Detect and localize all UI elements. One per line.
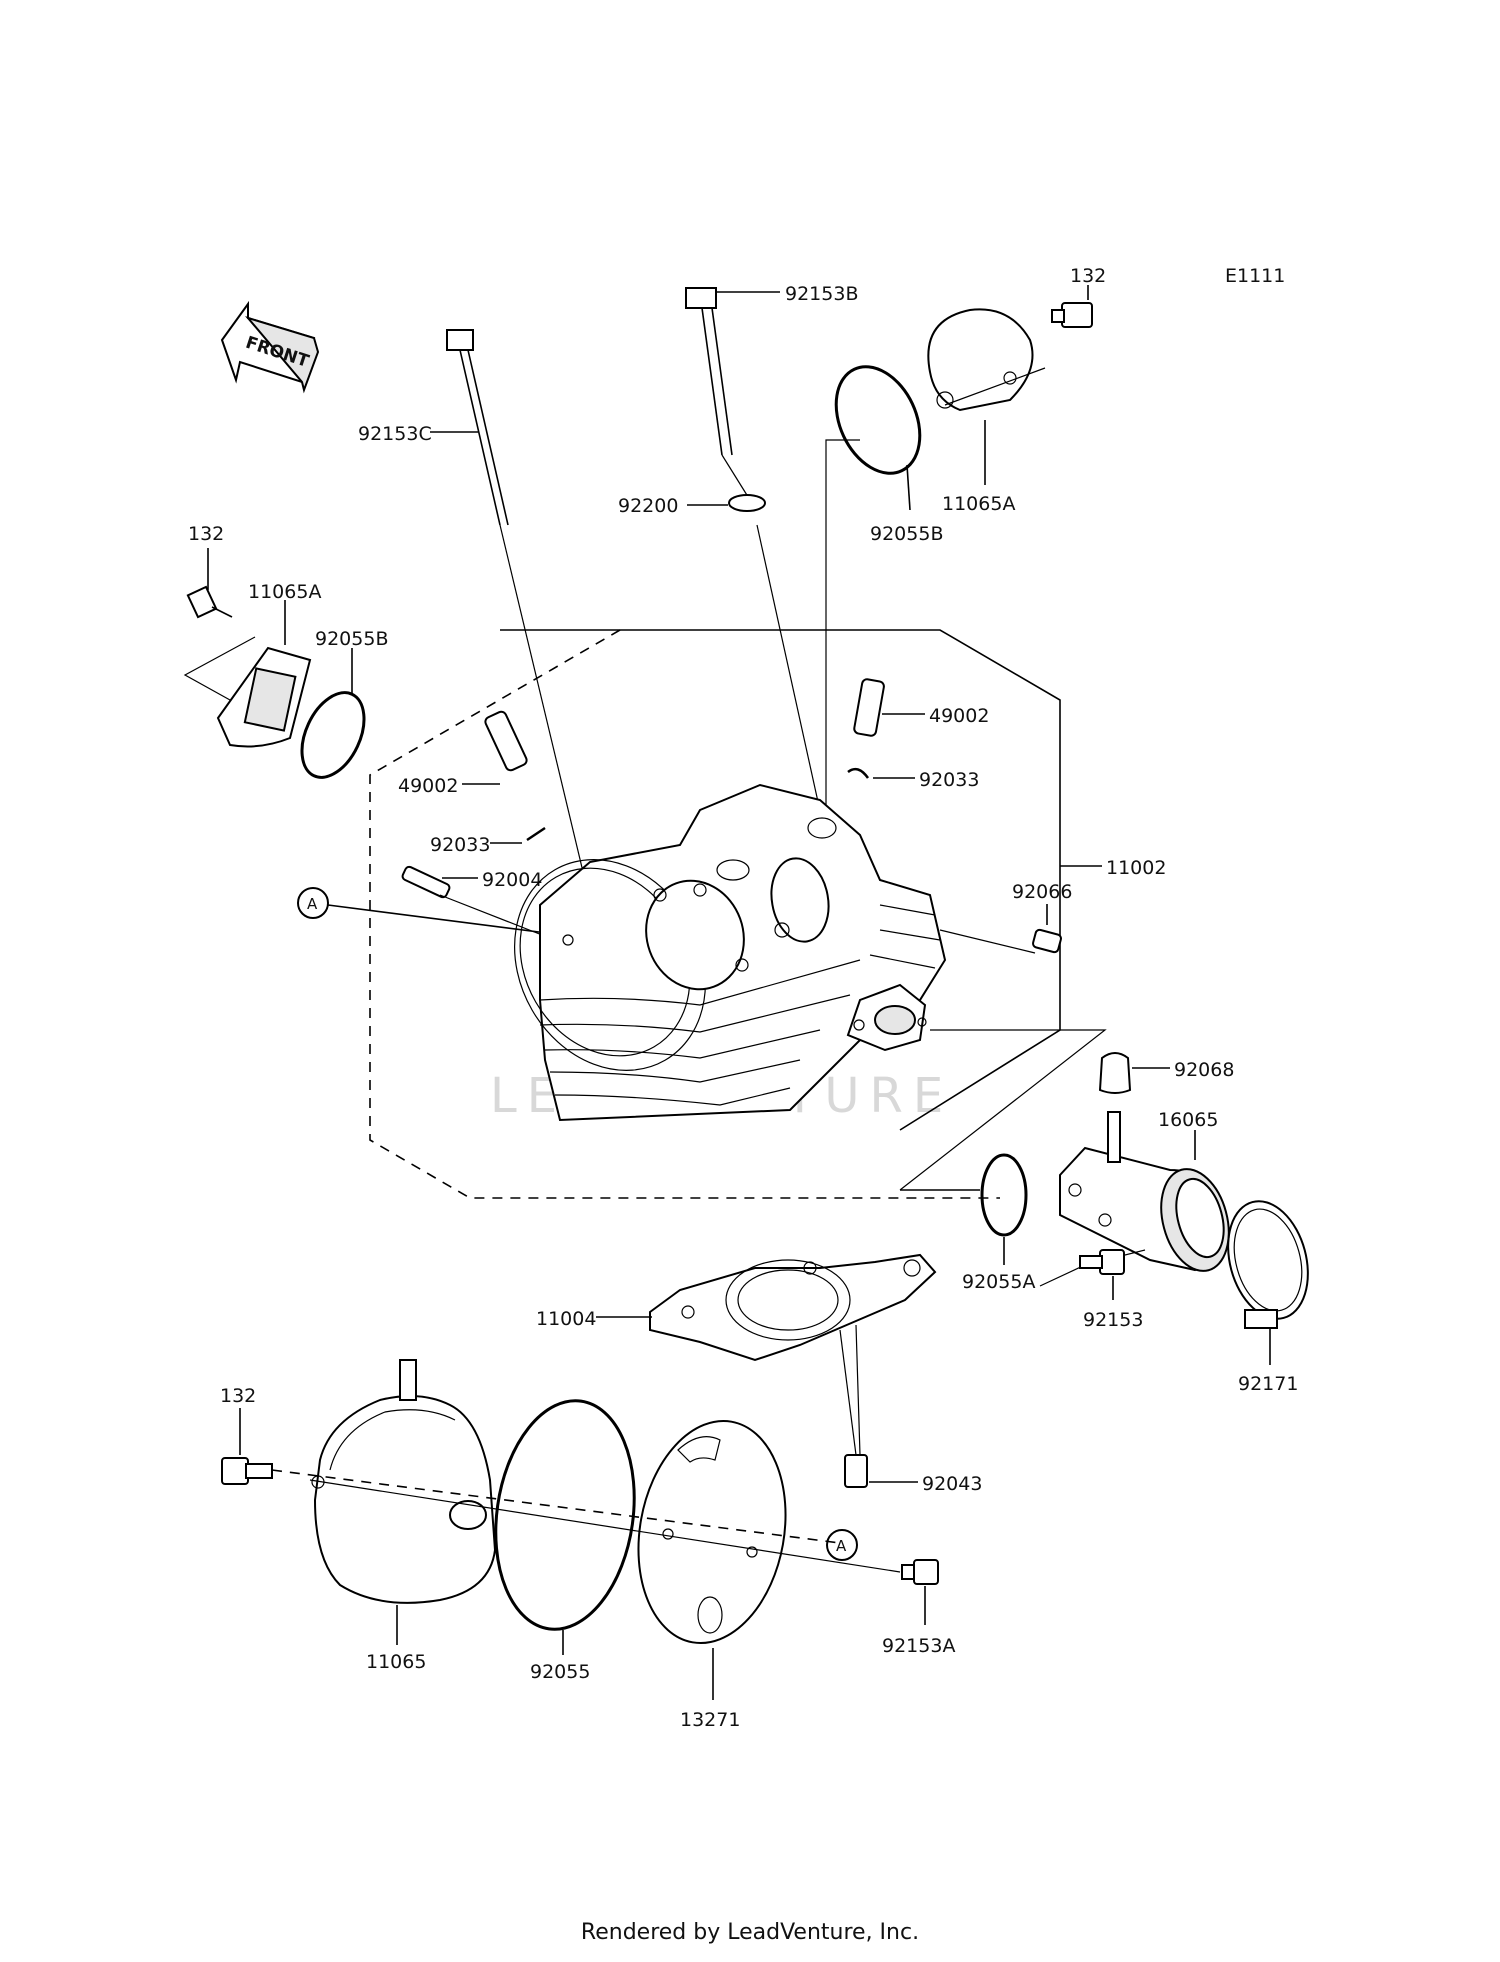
label-11065: 11065	[366, 1651, 426, 1673]
o-ring-92055b-top	[834, 365, 922, 475]
o-ring-92055b-left	[300, 691, 366, 779]
diagram-code: E1111	[1225, 265, 1285, 287]
plate-13271	[637, 1419, 787, 1645]
clip-92033-left	[526, 826, 546, 842]
dowel-92066	[1032, 928, 1062, 954]
callout-a-upper-text: A	[307, 895, 318, 913]
label-92055a: 92055A	[962, 1271, 1035, 1293]
label-132-bottom: 132	[220, 1385, 256, 1407]
label-11004: 11004	[536, 1308, 596, 1330]
bolt-132-bottom	[221, 1457, 273, 1485]
label-92055b-top: 92055B	[870, 523, 943, 545]
label-132-top: 132	[1070, 265, 1106, 287]
valve-guide-49002-right	[853, 678, 885, 737]
bolt-132-left	[186, 585, 233, 619]
label-92066: 92066	[1012, 881, 1072, 903]
dowel-92043	[844, 1454, 868, 1488]
cylinder-head-11002	[514, 783, 947, 1122]
o-ring-92055a	[980, 1153, 1028, 1237]
label-11065a-left: 11065A	[248, 581, 321, 603]
label-92153c: 92153C	[358, 423, 432, 445]
assembly-boundary	[369, 629, 1061, 1199]
label-11065a-top: 11065A	[942, 493, 1015, 515]
label-92153: 92153	[1083, 1309, 1143, 1331]
bolt-92153a	[901, 1559, 939, 1585]
label-92068: 92068	[1174, 1059, 1234, 1081]
cap-11065a-left	[216, 646, 312, 748]
label-13271: 13271	[680, 1709, 740, 1731]
cap-11065a-top	[927, 308, 1034, 412]
callout-a-lower	[826, 1529, 858, 1561]
clip-92033-right	[847, 767, 870, 779]
cap-92068	[1098, 1052, 1132, 1094]
bolt-92153	[1079, 1249, 1125, 1275]
label-16065: 16065	[1158, 1109, 1218, 1131]
valve-guide-49002-left	[484, 710, 528, 772]
label-92171: 92171	[1238, 1373, 1298, 1395]
callout-a-lower-text: A	[836, 1537, 847, 1555]
label-11002: 11002	[1106, 857, 1166, 879]
bolt-132-top	[1051, 302, 1093, 328]
o-ring-92055	[494, 1399, 636, 1631]
label-92153a: 92153A	[882, 1635, 955, 1657]
label-49002-left: 49002	[398, 775, 458, 797]
stud-92004	[401, 865, 451, 899]
label-92033-right: 92033	[919, 769, 979, 791]
clamp-92171	[1227, 1200, 1309, 1329]
footer-credit: Rendered by LeadVenture, Inc.	[580, 1920, 920, 1945]
washer-92200	[728, 494, 766, 512]
label-92055: 92055	[530, 1661, 590, 1683]
bolt-92153b	[685, 287, 751, 501]
gasket-11004	[649, 1253, 937, 1362]
intake-pipe-16065	[1059, 1111, 1230, 1272]
cover-11065	[311, 1359, 497, 1604]
label-132-left: 132	[188, 523, 224, 545]
callout-a-upper	[297, 887, 329, 919]
front-arrow-icon: FRONT	[220, 300, 320, 394]
label-92004: 92004	[482, 869, 542, 891]
label-92200: 92200	[618, 495, 678, 517]
label-49002-right: 49002	[929, 705, 989, 727]
label-92043: 92043	[922, 1473, 982, 1495]
label-92055b-left: 92055B	[315, 628, 388, 650]
label-92153b: 92153B	[785, 283, 858, 305]
label-92033-left: 92033	[430, 834, 490, 856]
